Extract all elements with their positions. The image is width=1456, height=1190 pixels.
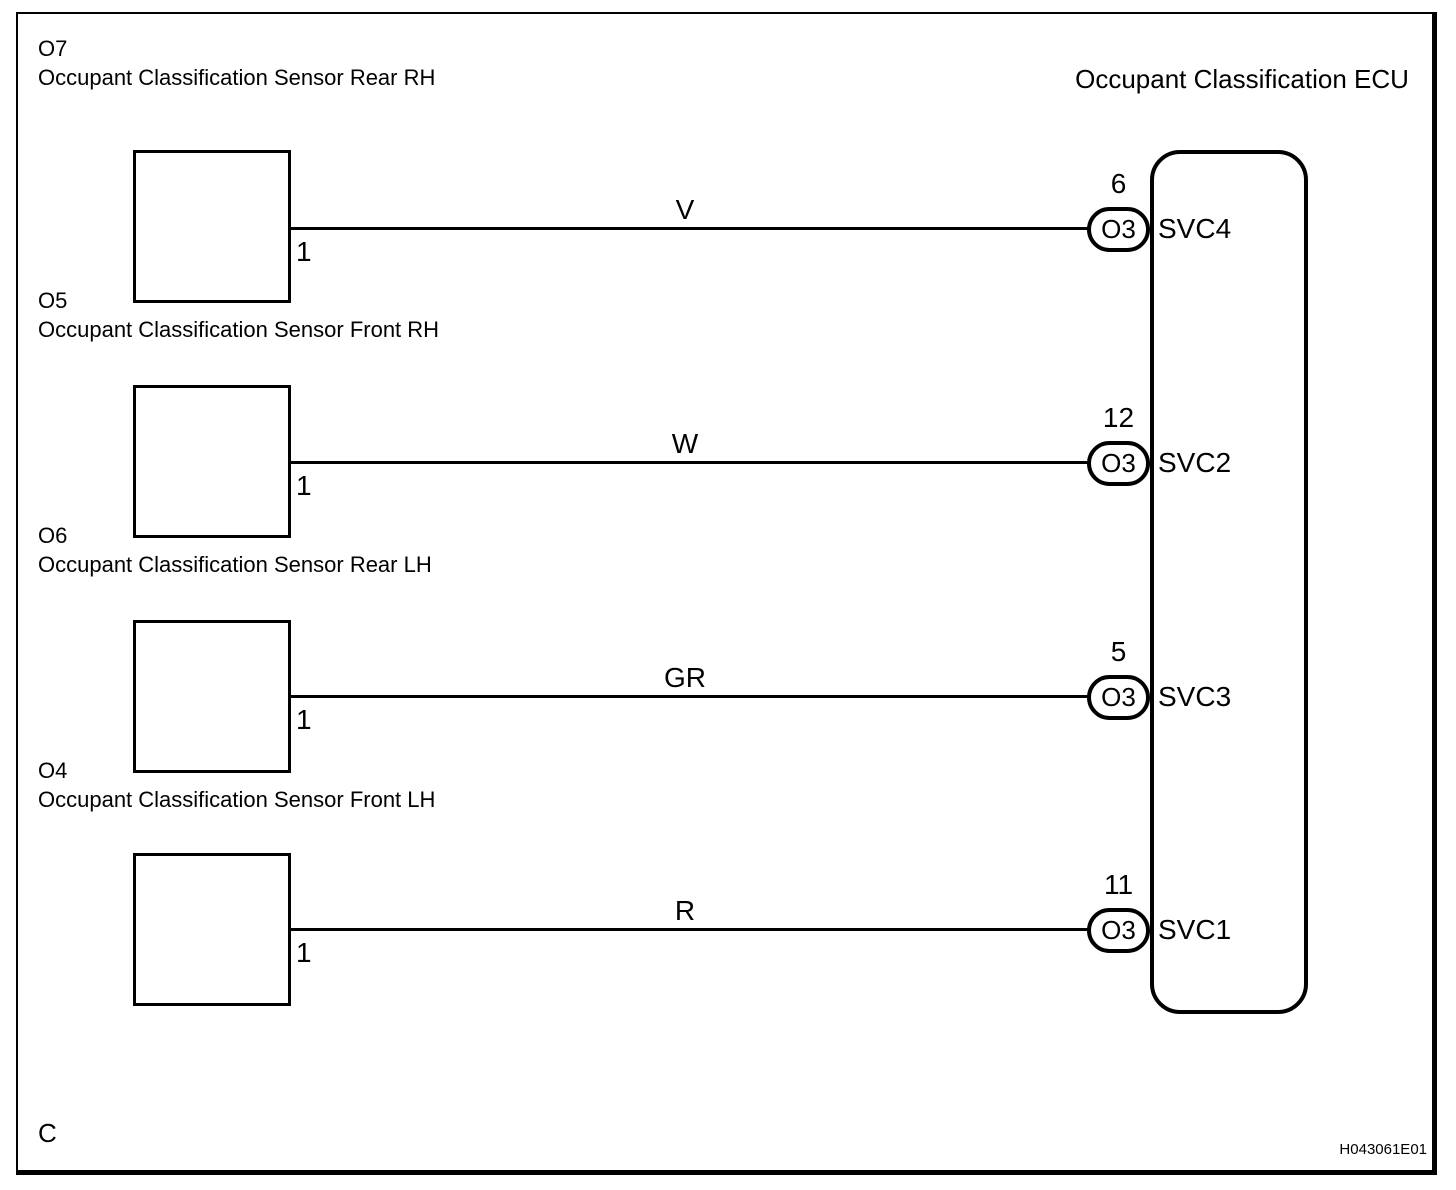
- ecu-title: Occupant Classification ECU: [1075, 64, 1409, 94]
- connector-code: O3: [1101, 682, 1136, 712]
- sensor-pin-number: 1: [296, 704, 312, 735]
- sensor-label-o5: O5 Occupant Classification Sensor Front …: [38, 286, 439, 344]
- signal-name: SVC4: [1158, 213, 1232, 244]
- signal-name: SVC2: [1158, 447, 1232, 478]
- signal-name: SVC1: [1158, 914, 1232, 945]
- connector-code: O3: [1101, 915, 1136, 945]
- ecu-pin-number: 12: [1102, 402, 1135, 433]
- wire-color-label: R: [674, 895, 696, 926]
- sensor-pin-number: 1: [296, 470, 312, 501]
- sensor-id: O6: [38, 523, 68, 548]
- page-letter: C: [38, 1118, 57, 1148]
- ecu-pin-number: 11: [1103, 869, 1134, 900]
- sensor-id: O7: [38, 36, 68, 61]
- sensor-label-o6: O6 Occupant Classification Sensor Rear L…: [38, 521, 432, 579]
- sensor-id: O4: [38, 758, 68, 783]
- ecu-box: [1150, 150, 1308, 1014]
- connector-code: O3: [1101, 448, 1136, 478]
- sensor-box-o6: [133, 620, 291, 773]
- connector-oval: O3: [1087, 908, 1150, 953]
- connector-oval: O3: [1087, 207, 1150, 252]
- wire-o6: [291, 695, 1088, 698]
- wire-color-label: GR: [664, 662, 706, 693]
- connector-oval: O3: [1087, 441, 1150, 486]
- diagram-id: H043061E01: [1339, 1141, 1427, 1158]
- sensor-name: Occupant Classification Sensor Rear RH: [38, 65, 436, 90]
- sensor-label-o7: O7 Occupant Classification Sensor Rear R…: [38, 34, 435, 92]
- ecu-pin-number: 5: [1110, 636, 1127, 667]
- connector-code: O3: [1101, 214, 1136, 244]
- wire-o7: [291, 227, 1088, 230]
- sensor-name: Occupant Classification Sensor Rear LH: [38, 552, 432, 577]
- sensor-name: Occupant Classification Sensor Front RH: [38, 317, 440, 342]
- ecu-pin-number: 6: [1110, 168, 1127, 199]
- sensor-box-o7: [133, 150, 291, 303]
- sensor-name: Occupant Classification Sensor Front LH: [38, 787, 436, 812]
- sensor-box-o4: [133, 853, 291, 1006]
- signal-name: SVC3: [1158, 681, 1232, 712]
- sensor-id: O5: [38, 288, 68, 313]
- sensor-pin-number: 1: [296, 937, 312, 968]
- sensor-label-o4: O4 Occupant Classification Sensor Front …: [38, 756, 435, 814]
- sensor-pin-number: 1: [296, 236, 312, 267]
- connector-oval: O3: [1087, 675, 1150, 720]
- wire-color-label: W: [671, 428, 699, 459]
- wire-o4: [291, 928, 1088, 931]
- wire-color-label: V: [675, 194, 695, 225]
- sensor-box-o5: [133, 385, 291, 538]
- wire-o5: [291, 461, 1088, 464]
